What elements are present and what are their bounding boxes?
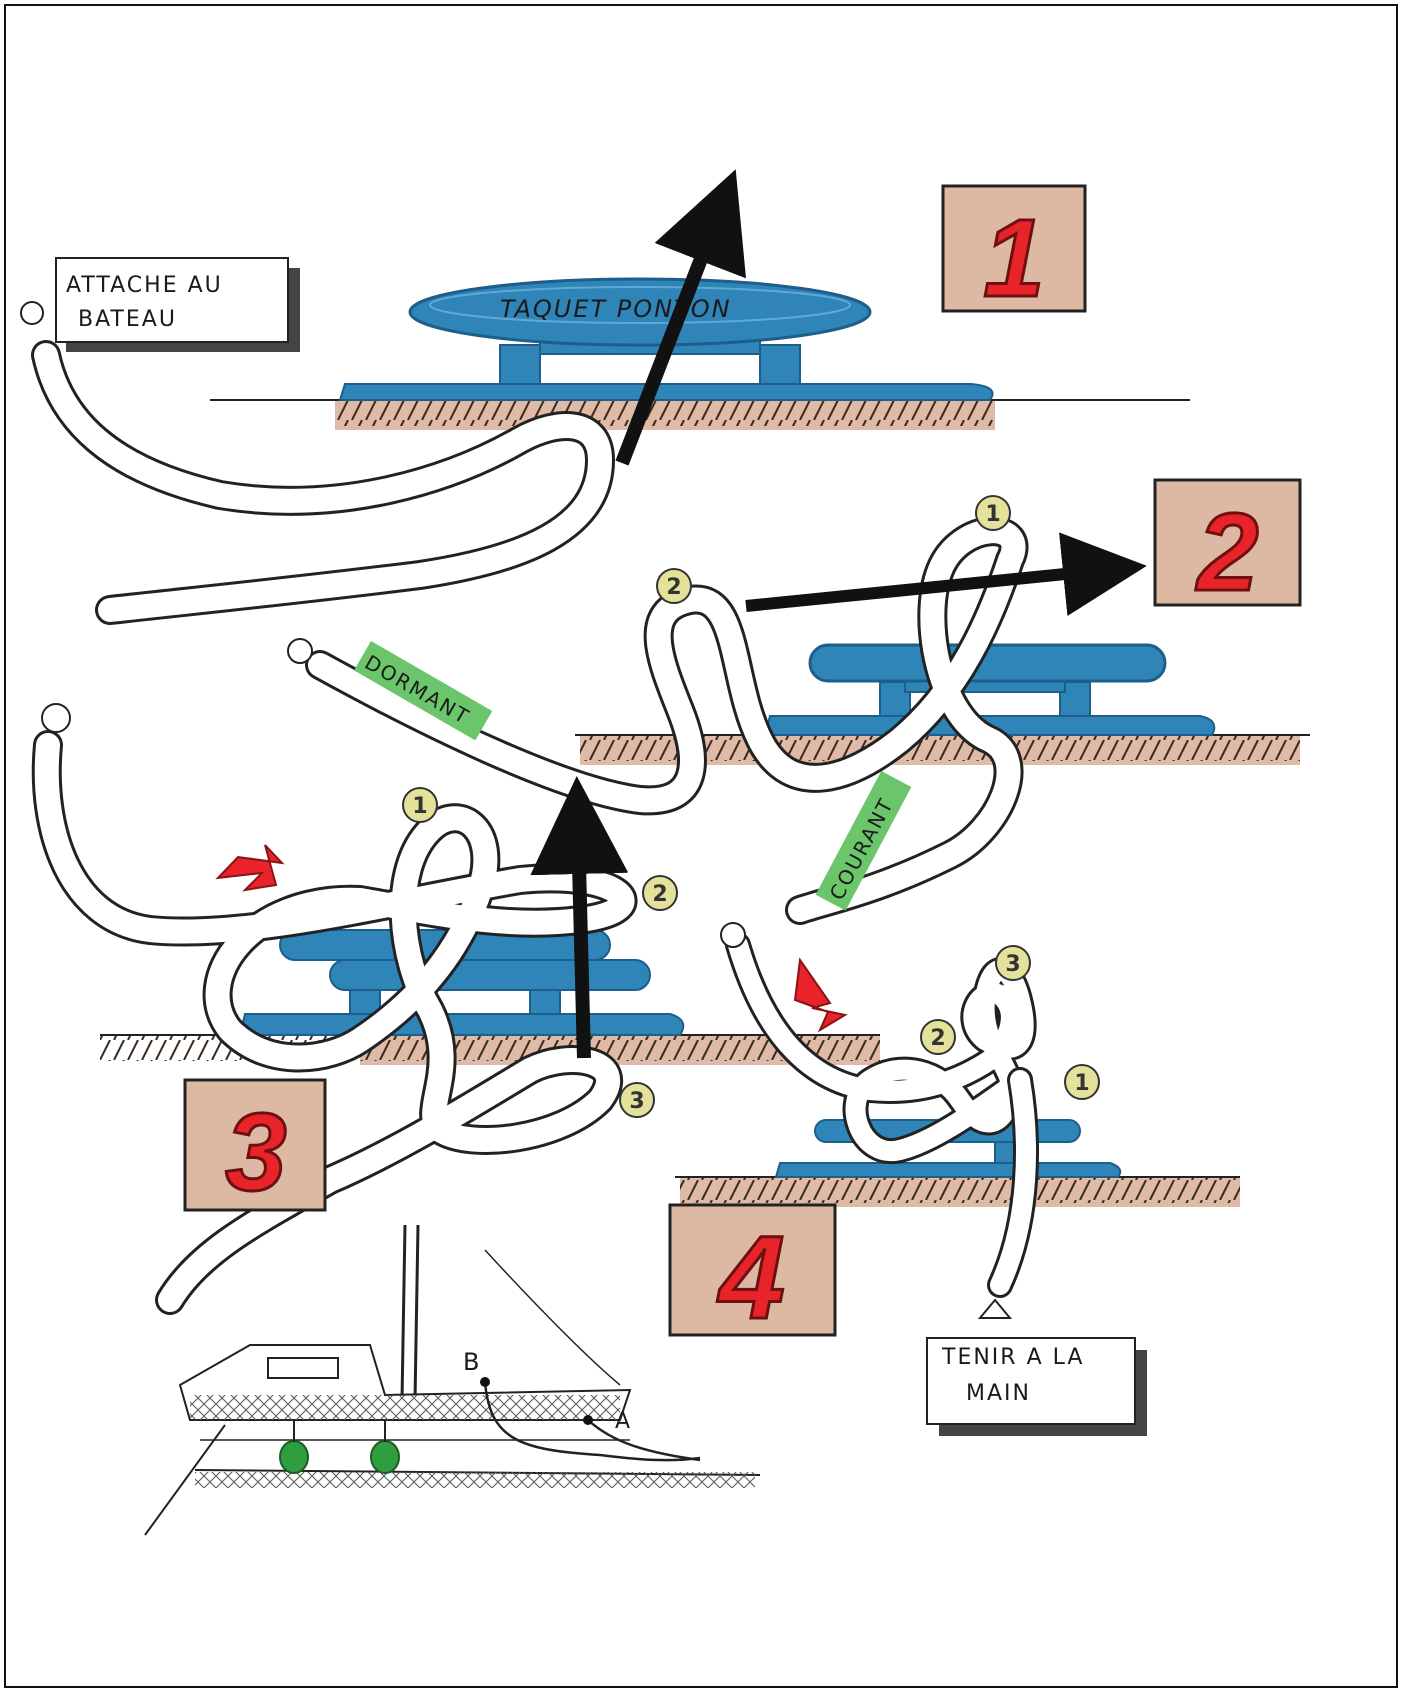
tenir-label-line-2: MAIN [966, 1381, 1031, 1406]
step-2-box [1153, 478, 1302, 607]
svg-text:3: 3 [629, 1089, 644, 1114]
tenir-label-box [926, 1337, 1147, 1436]
attache-label-box [55, 257, 300, 352]
red-arrow-step-4 [793, 957, 848, 1033]
red-arrow-step-3 [215, 844, 285, 892]
rope-step-2 [305, 516, 1029, 925]
tenir-label-line-1: TENIR A LA [941, 1345, 1084, 1370]
svg-text:2: 2 [652, 882, 667, 907]
marker-step2-2: 2 [656, 568, 692, 604]
step-1-number: 1 [983, 197, 1044, 320]
marker-step4-1: 3 [995, 945, 1031, 981]
step-3-box [183, 1078, 327, 1212]
attache-label-line-1: ATTACHE AU [66, 273, 223, 298]
marker-step4-3: 1 [1064, 1064, 1100, 1100]
step-4-panel: 3 2 1 4 TENIR A LA MAIN [668, 922, 1240, 1436]
rope-step-1 [31, 340, 616, 625]
rope-end-ring [720, 922, 746, 948]
diagonal-line [144, 1424, 226, 1536]
point-b [480, 1377, 490, 1387]
svg-text:1: 1 [985, 502, 1000, 527]
step-1-box [941, 184, 1087, 313]
svg-text:1: 1 [412, 794, 427, 819]
marker-step4-2: 2 [920, 1019, 956, 1055]
point-a-label: A [615, 1409, 632, 1434]
pull-arrow-step-3 [530, 776, 629, 1059]
cabin [267, 1357, 339, 1379]
step-2-number: 2 [1195, 491, 1258, 614]
svg-text:3: 3 [1005, 952, 1020, 977]
cleat-label: TAQUET PONTON [500, 295, 732, 323]
svg-text:2: 2 [666, 575, 681, 600]
mooring-line [483, 1381, 701, 1462]
pontoon-hatch [195, 1472, 755, 1488]
rope-end-ring [287, 638, 313, 664]
point-b-label: B [463, 1348, 481, 1376]
fender-left [279, 1440, 309, 1474]
rope-step-3 [31, 730, 638, 1315]
step-1-panel: TAQUET PONTON ATTACHE AU BATEAU 1 [20, 169, 1190, 625]
step-4-box [668, 1203, 837, 1337]
hull-hatch [190, 1395, 620, 1420]
cleat-step-1 [338, 277, 994, 401]
marker-step3-2: 2 [642, 875, 678, 911]
ground-hatch [680, 1177, 1240, 1203]
attache-label-line-2: BATEAU [78, 307, 177, 332]
svg-text:1: 1 [1074, 1071, 1089, 1096]
pull-arrow-step-2 [745, 532, 1147, 616]
step-3-number: 3 [225, 1091, 286, 1214]
rope-end-ring [41, 703, 71, 733]
pull-arrow-step-1 [615, 169, 747, 466]
point-a [583, 1415, 593, 1425]
step-2-panel: DORMANT COURANT 1 2 2 [287, 478, 1310, 925]
boat-sketch: B A [144, 1224, 761, 1536]
mast [413, 1224, 420, 1401]
marker-step3-3: 3 [619, 1082, 655, 1118]
marker-step2-1: 1 [975, 495, 1011, 531]
mast [400, 1224, 407, 1401]
rope-end-ring [20, 301, 44, 325]
hand-triangle-icon [977, 1298, 1013, 1319]
mooring-line [587, 1419, 701, 1462]
fender-right [370, 1440, 400, 1474]
ground-hatch [335, 400, 995, 426]
cleat-step-2 [763, 643, 1216, 736]
svg-text:2: 2 [930, 1026, 945, 1051]
marker-step3-1: 1 [402, 787, 438, 823]
step-4-number: 4 [717, 1212, 785, 1344]
ground-hatch [100, 1035, 880, 1061]
sail-line [484, 1249, 621, 1386]
